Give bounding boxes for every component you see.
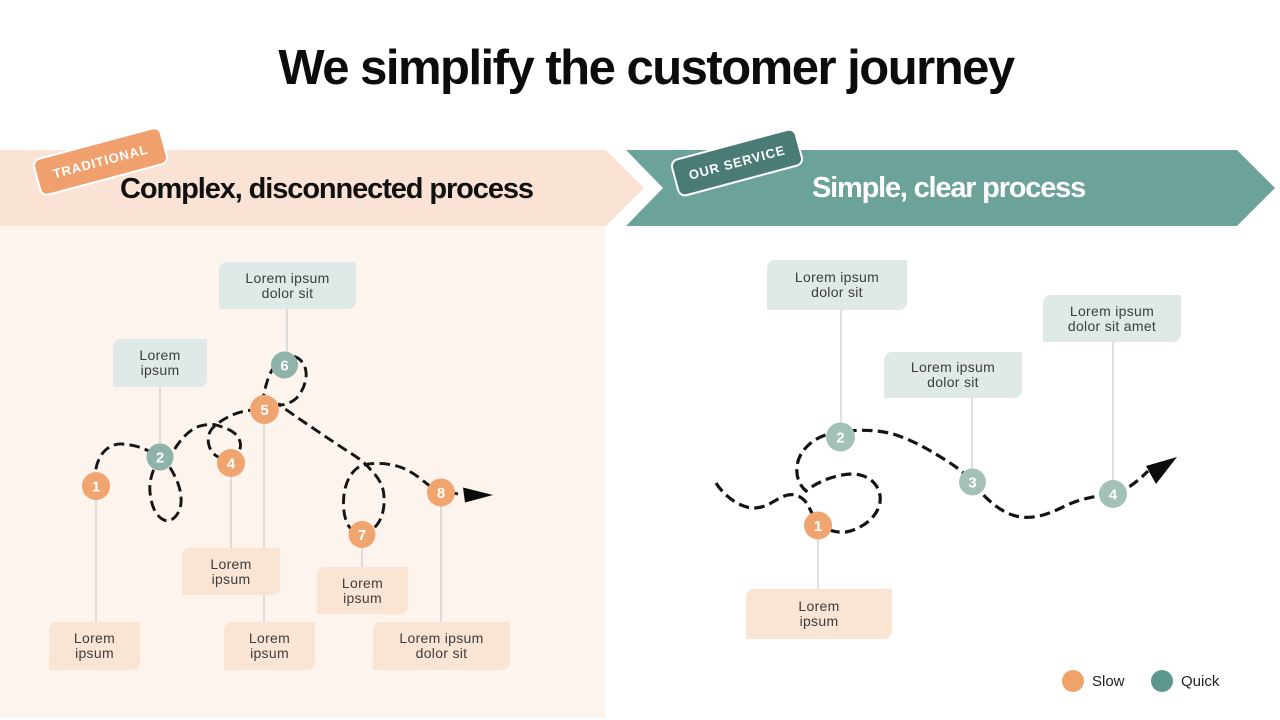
svg-text:8: 8 [437,485,445,502]
svg-text:1: 1 [814,518,822,535]
svg-text:4: 4 [1109,487,1118,504]
svg-text:6: 6 [280,358,288,375]
svg-text:3: 3 [968,475,976,492]
svg-text:4: 4 [227,456,236,473]
svg-text:2: 2 [836,430,844,447]
svg-text:7: 7 [358,527,366,544]
svg-text:2: 2 [156,450,164,467]
svg-text:5: 5 [260,402,268,419]
svg-text:1: 1 [92,479,100,496]
